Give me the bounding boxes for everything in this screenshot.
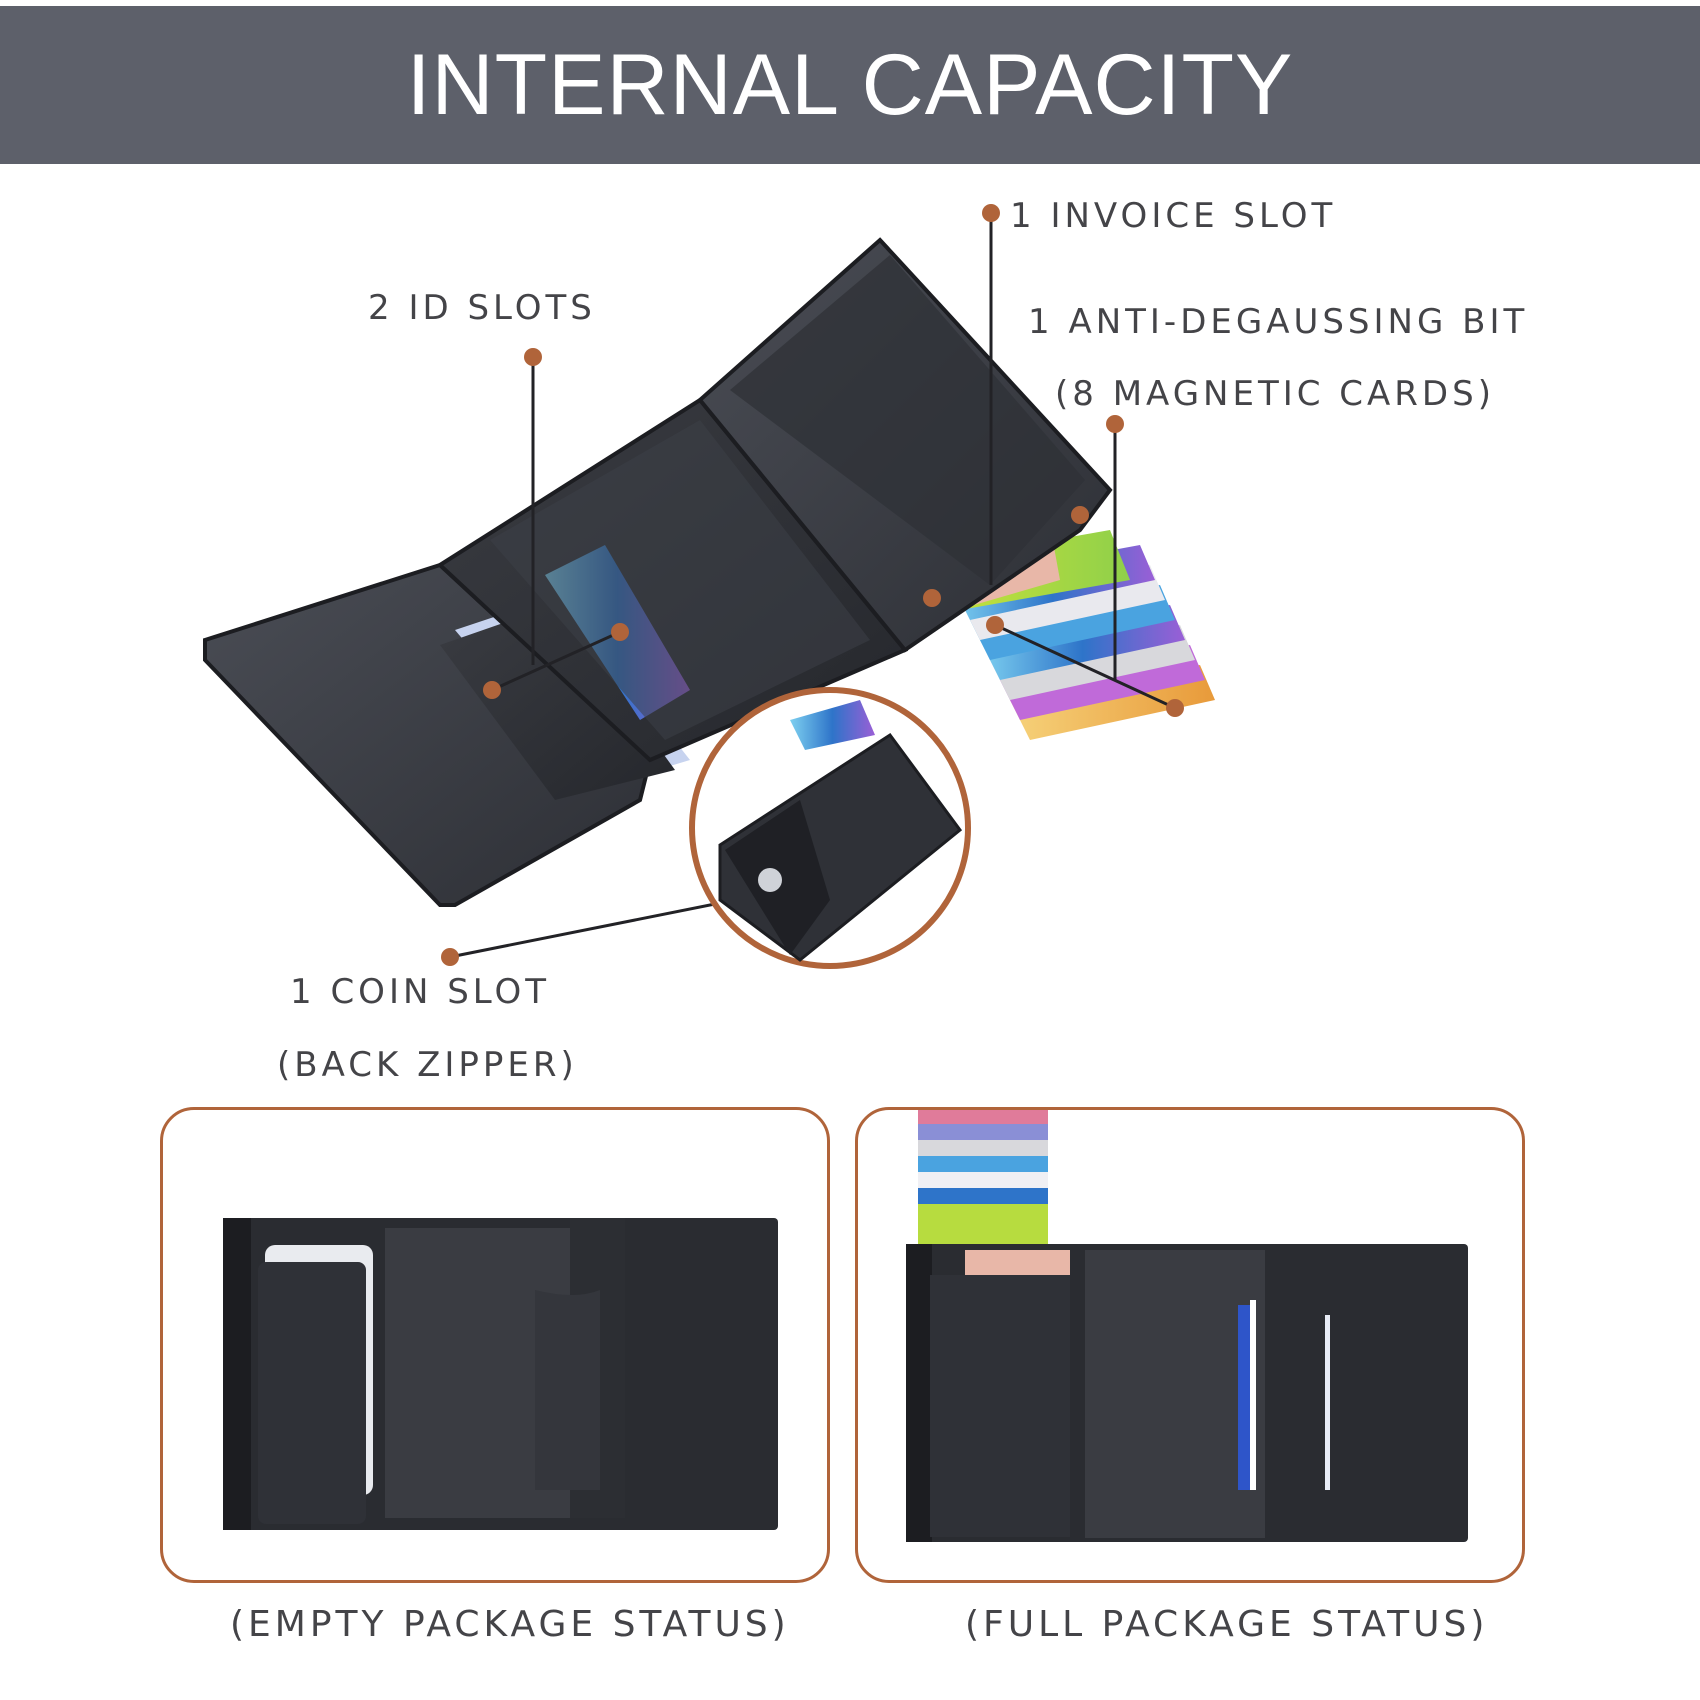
anti-degaussing-label: 1 ANTI-DEGAUSSING BIT — [1028, 302, 1529, 342]
magnetic-cards-label: (8 MAGNETIC CARDS) — [1055, 374, 1495, 414]
id-slots-label: 2 ID SLOTS — [368, 288, 596, 328]
full-status-caption: (FULL PACKAGE STATUS) — [965, 1604, 1489, 1645]
back-zipper-label: (BACK ZIPPER) — [277, 1045, 578, 1085]
empty-wallet-image — [223, 1218, 778, 1530]
callout-lines — [449, 213, 1176, 959]
wallet-back-zipper-image — [689, 687, 971, 969]
full-wallet-image — [906, 1110, 1468, 1542]
empty-status-caption: (EMPTY PACKAGE STATUS) — [230, 1604, 790, 1645]
header-banner: INTERNAL CAPACITY — [0, 6, 1700, 164]
invoice-slot-label: 1 INVOICE SLOT — [1010, 196, 1337, 236]
coin-slot-label: 1 COIN SLOT — [290, 972, 551, 1012]
page-title: INTERNAL CAPACITY — [406, 36, 1294, 133]
